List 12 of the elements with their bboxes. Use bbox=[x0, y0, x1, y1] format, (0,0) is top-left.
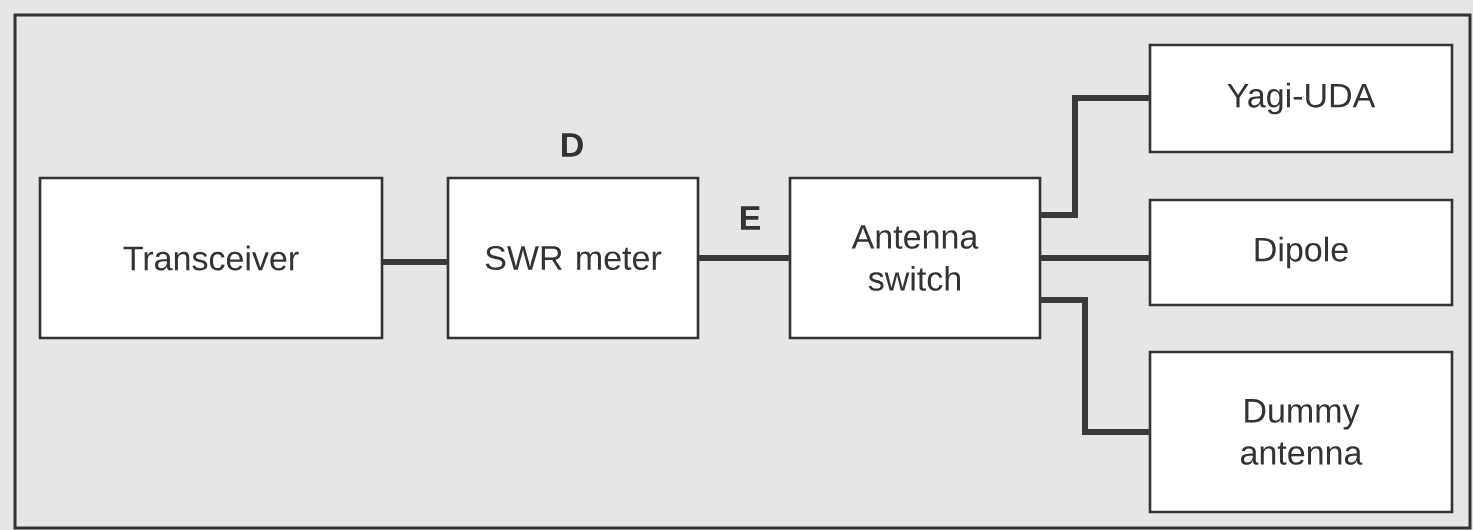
connector-line bbox=[698, 255, 790, 261]
component-box: Dummy antenna bbox=[1148, 350, 1454, 514]
connector-line bbox=[1040, 297, 1150, 435]
component-box: Antenna switch bbox=[788, 176, 1042, 340]
component-box: Transceiver bbox=[38, 176, 384, 340]
connector-line bbox=[382, 259, 448, 265]
point-label: E bbox=[740, 206, 761, 230]
connector-line bbox=[1040, 95, 1150, 218]
component-box: SWR meter bbox=[446, 176, 700, 340]
component-box: Yagi-UDA bbox=[1148, 43, 1454, 154]
connector-line bbox=[1040, 255, 1150, 261]
component-box: Dipole bbox=[1148, 198, 1454, 307]
